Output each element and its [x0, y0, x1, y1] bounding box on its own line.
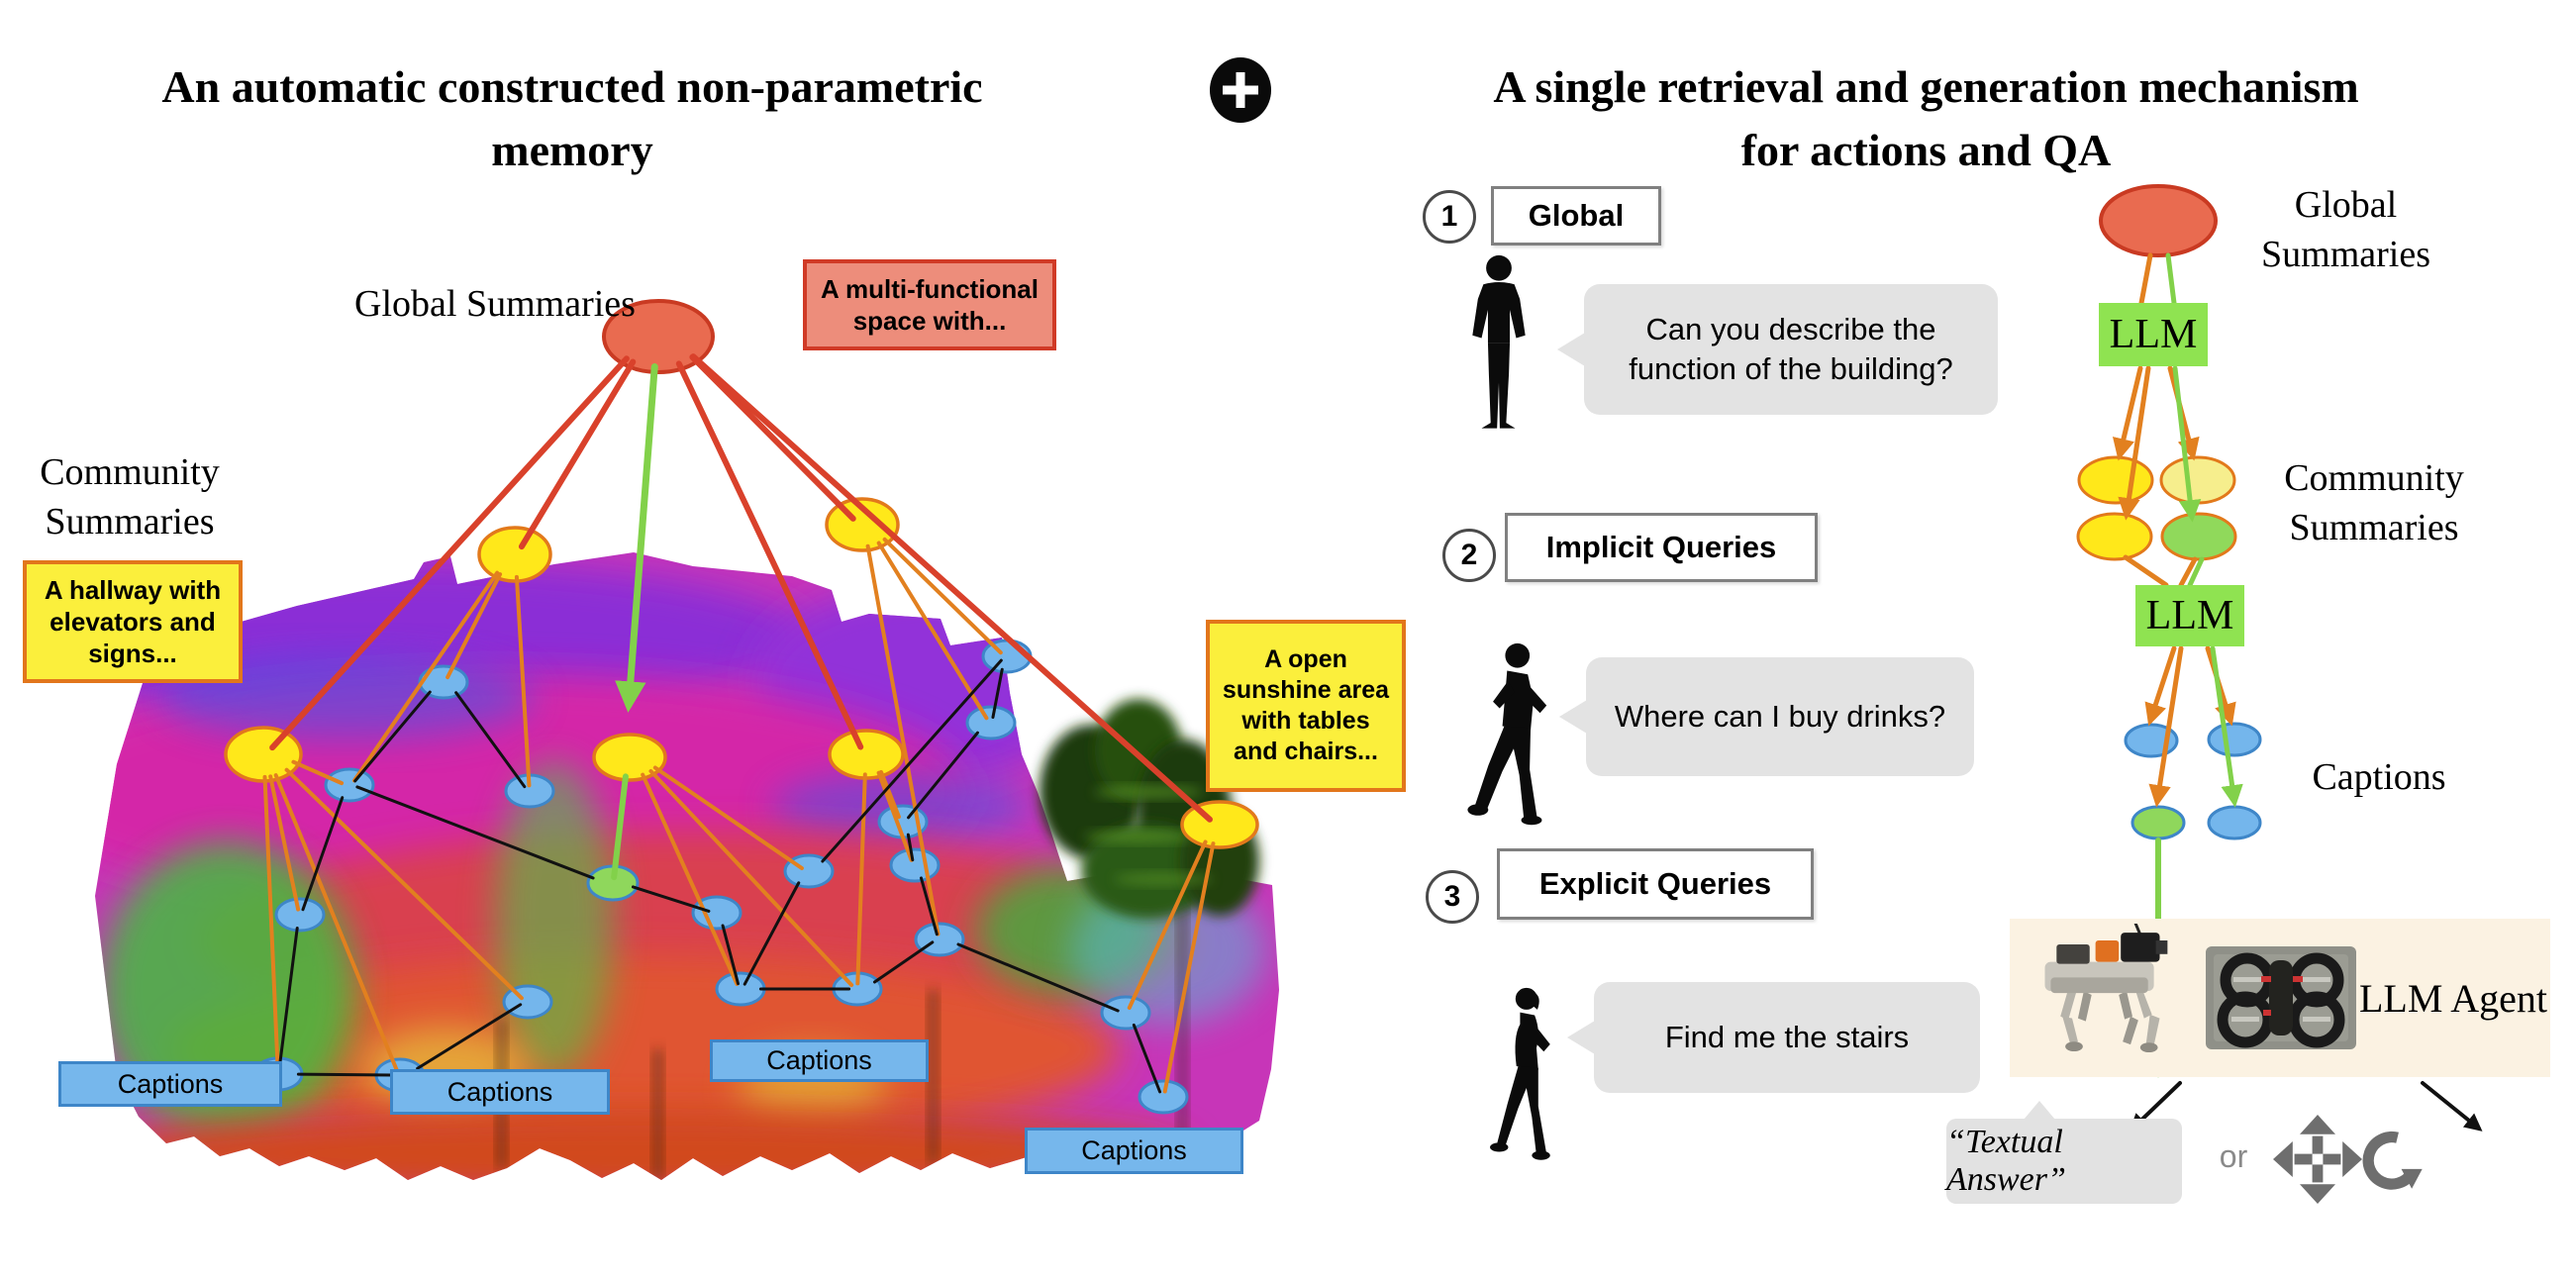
retrieval-tree-rb3-node	[2207, 805, 2262, 840]
hallway-community-note: A hallway with elevators and signs...	[23, 560, 243, 683]
captions-box-3: Captions	[710, 1039, 929, 1082]
retrieval-tree-ry4-node	[2160, 512, 2237, 561]
or-label: or	[2219, 1138, 2248, 1174]
left-title-line2: memory	[491, 125, 653, 175]
rotate-arrow-icon	[2362, 1132, 2423, 1190]
captions-label-right: Captions	[2312, 756, 2446, 798]
global-summaries-label-left: Global Summaries	[354, 283, 636, 325]
retrieval-tree-nodes	[2076, 184, 2262, 840]
retrieval-tree-edge-1	[2165, 252, 2177, 306]
retrieval-tree-edge-9	[2144, 645, 2177, 727]
retrieval-tree-ry3-node	[2076, 512, 2153, 561]
query-1-label: Global	[1491, 186, 1661, 246]
retrieval-tree-rg1-node	[2130, 805, 2186, 840]
retrieval-tree-edge-5	[2172, 365, 2202, 523]
retrieval-tree-rroot-node	[2099, 184, 2218, 257]
right-title-line1: A single retrieval and generation mechan…	[1493, 61, 2359, 112]
right-title-line2: for actions and QA	[1740, 125, 2112, 175]
query-2-label: Implicit Queries	[1505, 513, 1818, 582]
query-3-number: 3	[1426, 870, 1479, 924]
query-2-number: 2	[1442, 529, 1496, 582]
community-summaries-label-left: Community Summaries	[40, 451, 220, 542]
retrieval-tree-ry2-node	[2159, 455, 2236, 505]
sunshine-community-note: A open sunshine area with tables and cha…	[1206, 620, 1406, 792]
retrieval-tree-edge-2	[2112, 365, 2143, 461]
query-1-number: 1	[1423, 190, 1476, 244]
retrieval-tree-rb2-node	[2207, 722, 2262, 757]
llm-box-1: LLM	[2099, 303, 2208, 366]
query-2-bubble: Where can I buy drinks?	[1559, 657, 1974, 776]
textual-answer-box: “Textual Answer”	[1946, 1101, 2182, 1204]
retrieval-tree-edge-12	[2210, 645, 2243, 808]
global-summary-note: A multi-functional space with...	[803, 259, 1056, 350]
query-1-bubble: Can you describe the function of the bui…	[1557, 284, 1998, 415]
retrieval-tree-edge-11	[2148, 645, 2184, 808]
retrieval-tree-rb1-node	[2124, 723, 2179, 758]
retrieval-tree-edge-6	[2123, 554, 2169, 588]
walking-woman-icon	[1490, 987, 1550, 1160]
query-3-bubble: Find me the stairs	[1567, 982, 1980, 1093]
retrieval-tree-ry1-node	[2077, 455, 2154, 505]
query-3-label: Explicit Queries	[1497, 848, 1814, 920]
walking-man-icon	[1467, 642, 1547, 826]
llm-agent-label: LLM Agent	[2359, 975, 2547, 1021]
drone-icon	[2206, 946, 2356, 1049]
left-title-line1: An automatic constructed non-parametric	[161, 61, 983, 112]
retrieval-tree-edge-10	[2205, 645, 2236, 727]
captions-box-4: Captions	[1025, 1128, 1243, 1174]
llm-box-2: LLM	[2135, 585, 2244, 646]
move-arrows-icon	[2273, 1115, 2362, 1204]
captions-box-2: Captions	[390, 1069, 610, 1115]
retrieval-tree-edge-7	[2178, 556, 2198, 588]
llm-agent-box: LLM Agent	[2010, 919, 2550, 1077]
global-summaries-label-right: Global Summaries	[2261, 184, 2430, 275]
right-panel-title: A single retrieval and generation mechan…	[1384, 55, 2468, 182]
captions-box-1: Captions	[58, 1061, 282, 1107]
standing-man-icon	[1472, 254, 1526, 429]
plus-icon	[1210, 57, 1271, 123]
quadruped-robot-icon	[2044, 924, 2168, 1053]
community-summaries-label-right: Community Summaries	[2284, 457, 2464, 548]
retrieval-tree-edge-15	[2421, 1081, 2483, 1132]
retrieval-tree-edge-8	[2187, 556, 2205, 588]
retrieval-tree-edge-3	[2167, 365, 2200, 461]
left-panel-title: An automatic constructed non-parametric …	[77, 55, 1067, 182]
retrieval-tree-edge-0	[2138, 252, 2153, 306]
retrieval-tree-edge-4	[2118, 365, 2151, 521]
